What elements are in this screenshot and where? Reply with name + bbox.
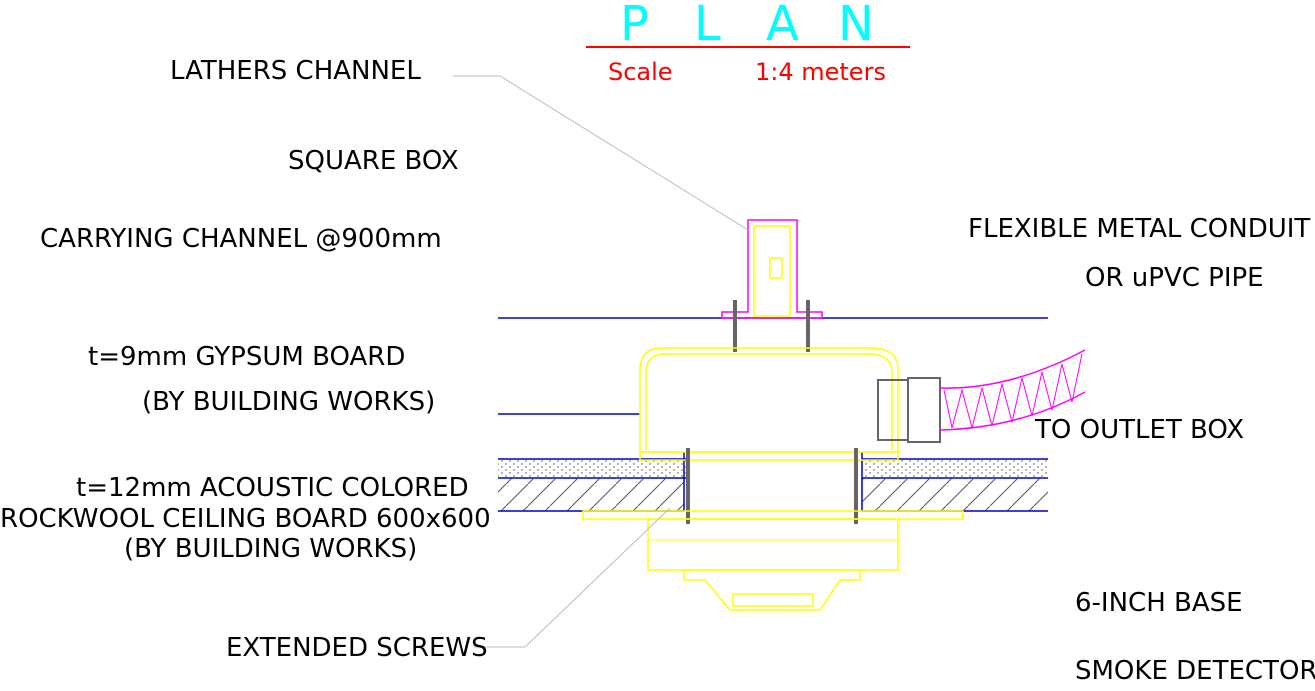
label-gypsum-line2: (BY BUILDING WORKS)	[142, 387, 435, 417]
label-carrying-channel: CARRYING CHANNEL @900mm	[40, 224, 442, 254]
label-smoke-detector: SMOKE DETECTOR	[1075, 656, 1315, 686]
leader-lines	[453, 75, 749, 648]
label-extended-screws: EXTENDED SCREWS	[226, 633, 488, 663]
scale-label: Scale	[608, 58, 673, 86]
gypsum-board-right	[862, 459, 1048, 478]
rockwool-board-right	[862, 478, 1048, 511]
detector-head	[683, 569, 861, 611]
lathers-channel	[721, 219, 823, 352]
title-letter: A	[766, 0, 799, 52]
label-rockwool-line2: ROCKWOOL CEILING BOARD 600x600	[0, 504, 491, 534]
title-letter: N	[838, 0, 874, 52]
drawing-title: P L A N Scale 1:4 meters	[586, 0, 910, 86]
scale-value: 1:4 meters	[755, 58, 886, 86]
leader-lathers-channel	[453, 75, 749, 231]
rockwool-board-left	[498, 478, 684, 511]
label-gypsum-line1: t=9mm GYPSUM BOARD	[88, 342, 405, 372]
label-base: 6-INCH BASE	[1075, 588, 1243, 618]
labels: LATHERS CHANNEL SQUARE BOX CARRYING CHAN…	[0, 56, 1315, 686]
label-rockwool-line3: (BY BUILDING WORKS)	[124, 534, 417, 564]
detector-base	[647, 518, 899, 571]
mounting-plate	[582, 510, 964, 520]
square-box	[639, 347, 899, 461]
label-outlet-box: TO OUTLET BOX	[1034, 415, 1244, 445]
ceiling-lines	[498, 317, 1048, 512]
title-letter: P	[620, 0, 649, 52]
flexible-conduit	[877, 349, 1086, 443]
leader-extended-screws	[474, 507, 671, 648]
gypsum-board-left	[498, 459, 688, 478]
title-letter: L	[694, 0, 721, 52]
label-square-box: SQUARE BOX	[288, 146, 459, 176]
conduit-connector	[877, 379, 909, 441]
label-rockwool-line1: t=12mm ACOUSTIC COLORED	[76, 473, 469, 503]
label-conduit-line1: FLEXIBLE METAL CONDUIT	[968, 214, 1310, 244]
label-lathers-channel: LATHERS CHANNEL	[170, 56, 421, 86]
label-conduit-line2: OR uPVC PIPE	[1085, 263, 1264, 293]
smoke-detector-assembly	[582, 510, 964, 611]
